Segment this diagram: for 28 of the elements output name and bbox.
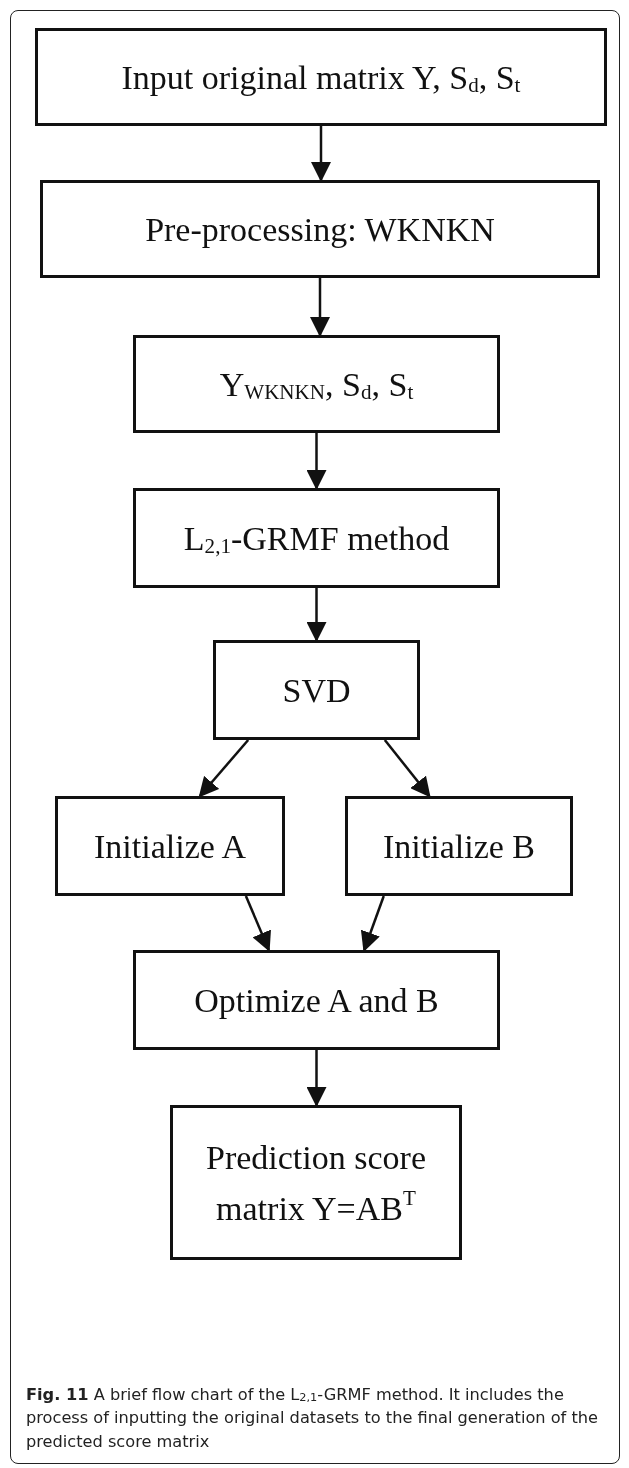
process-box — [133, 488, 500, 588]
figure-caption: Fig. 11 A brief flow chart of the L$_{2,1}$-GRMF method. It includes the process of inputting the original datasets to the final generation of the predicted score matrix — [26, 1384, 600, 1453]
box-label: Optimize A and B — [194, 980, 439, 1021]
box-label: Y$_{WKNKN}$, S$_{d}$, S$_{t}$ — [219, 364, 414, 405]
process-box — [345, 796, 573, 896]
process-box — [213, 640, 420, 740]
arrow — [360, 895, 385, 952]
arrow — [311, 126, 331, 182]
box-label: L$_{2,1}$-GRMF method — [183, 518, 450, 559]
process-box — [170, 1105, 462, 1260]
process-box — [133, 950, 500, 1050]
arrow — [198, 739, 250, 798]
process-box — [40, 180, 600, 278]
process-box — [35, 28, 607, 126]
arrow — [306, 1050, 327, 1107]
process-box — [55, 796, 285, 896]
process-box — [133, 335, 500, 433]
box-label: Prediction score matrix Y=AB$^{T}$ — [205, 1137, 427, 1229]
box-label: Input original matrix Y, S$_{d}$, S$_{t}$ — [121, 57, 521, 98]
arrow — [306, 433, 327, 490]
box-label: Initialize A — [94, 826, 246, 867]
box-label: Pre-processing: WKNKN — [145, 209, 495, 250]
box-label: SVD — [282, 670, 351, 711]
arrow — [306, 588, 327, 642]
arrow — [383, 739, 431, 798]
arrow — [244, 895, 271, 952]
box-label: Initialize B — [383, 826, 535, 867]
arrow — [310, 278, 330, 337]
